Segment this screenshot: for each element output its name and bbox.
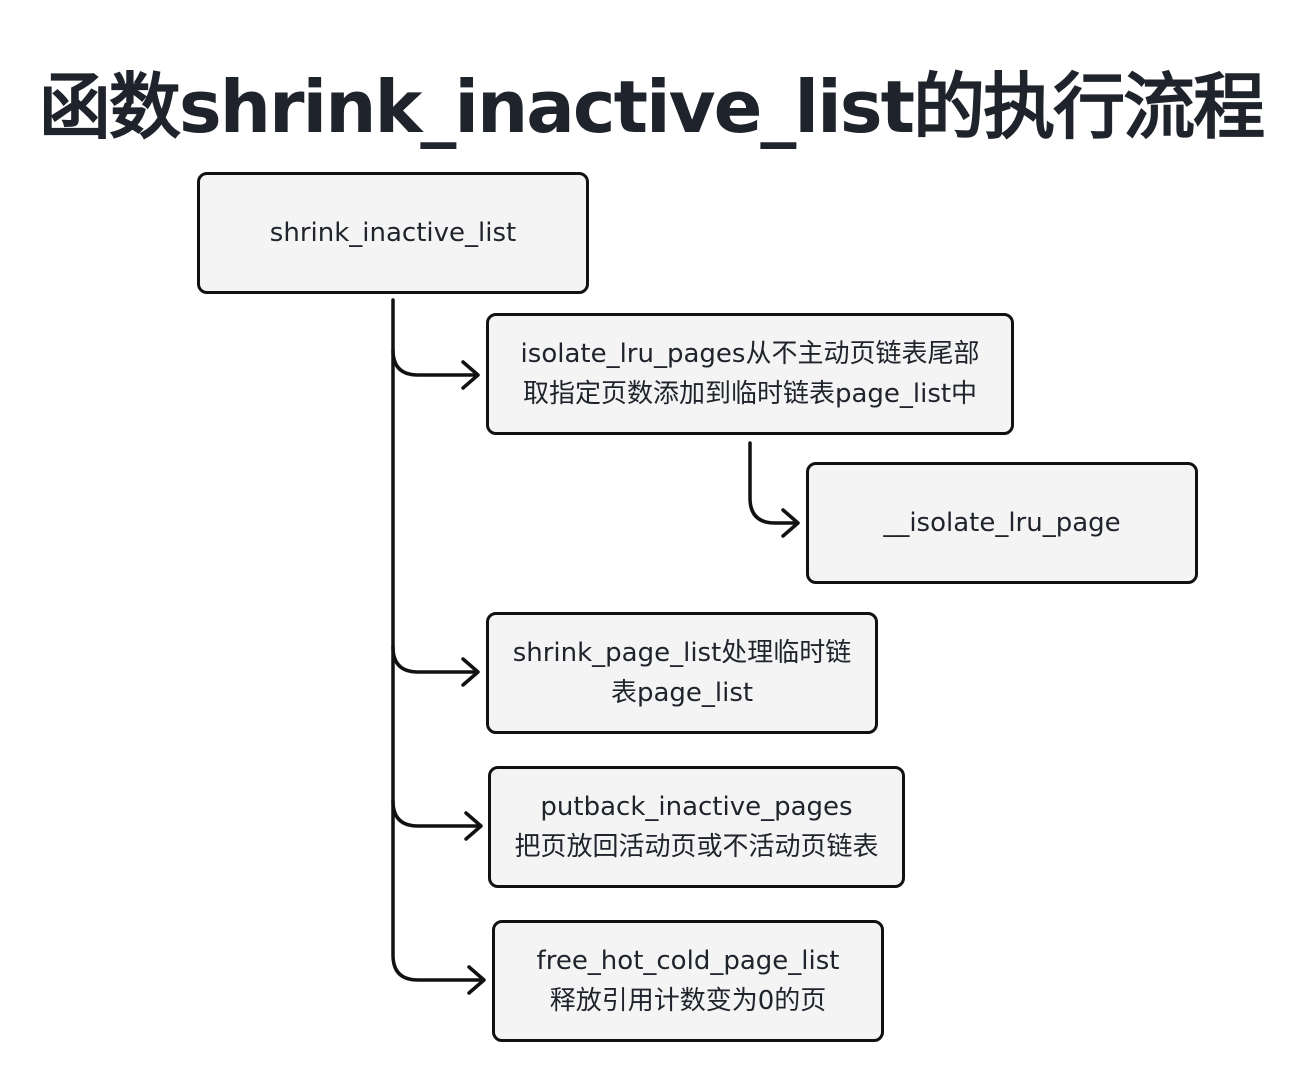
- arrowhead-isolate-lru-pages: [461, 360, 480, 390]
- node-label: __isolate_lru_page: [883, 508, 1121, 538]
- arrowhead-free-hot-cold-page-list: [467, 965, 486, 995]
- node-label-line1: putback_inactive_pages: [540, 792, 853, 822]
- node-shrink-inactive-list: shrink_inactive_list: [197, 172, 589, 294]
- node-label-line2: 取指定页数添加到临时链表page_list中: [522, 379, 978, 409]
- edge-to-isolate-lru-pages: [391, 348, 479, 377]
- edge-to-__isolate-lru-page: [748, 441, 799, 525]
- node-label-line2: 释放引用计数变为0的页: [549, 986, 827, 1016]
- node-isolate-lru-pages: isolate_lru_pages从不主动页链表尾部 取指定页数添加到临时链表p…: [486, 313, 1014, 435]
- node-label-line1: shrink_page_list处理临时链: [512, 638, 852, 668]
- node-free-hot-cold-page-list: free_hot_cold_page_list 释放引用计数变为0的页: [492, 920, 884, 1042]
- arrowhead-putback-inactive-pages: [464, 811, 483, 841]
- diagram-title: 函数shrink_inactive_list的执行流程: [38, 65, 1265, 149]
- arrowhead-__isolate-lru-page: [781, 508, 800, 538]
- node-shrink-page-list: shrink_page_list处理临时链 表page_list: [486, 612, 878, 734]
- trunk-connector: [391, 298, 482, 982]
- edge-to-shrink-page-list: [391, 645, 479, 674]
- arrowhead-shrink-page-list: [461, 657, 480, 687]
- node-putback-inactive-pages: putback_inactive_pages 把页放回活动页或不活动页链表: [488, 766, 905, 888]
- node-label-line1: free_hot_cold_page_list: [536, 946, 840, 976]
- edge-to-putback-inactive-pages: [391, 799, 482, 828]
- node-label: shrink_inactive_list: [269, 218, 517, 248]
- node-label-line1: isolate_lru_pages从不主动页链表尾部: [520, 339, 980, 369]
- node-label-line2: 把页放回活动页或不活动页链表: [514, 832, 879, 862]
- node-label-line2: 表page_list: [610, 678, 754, 708]
- node-__isolate-lru-page: __isolate_lru_page: [806, 462, 1198, 584]
